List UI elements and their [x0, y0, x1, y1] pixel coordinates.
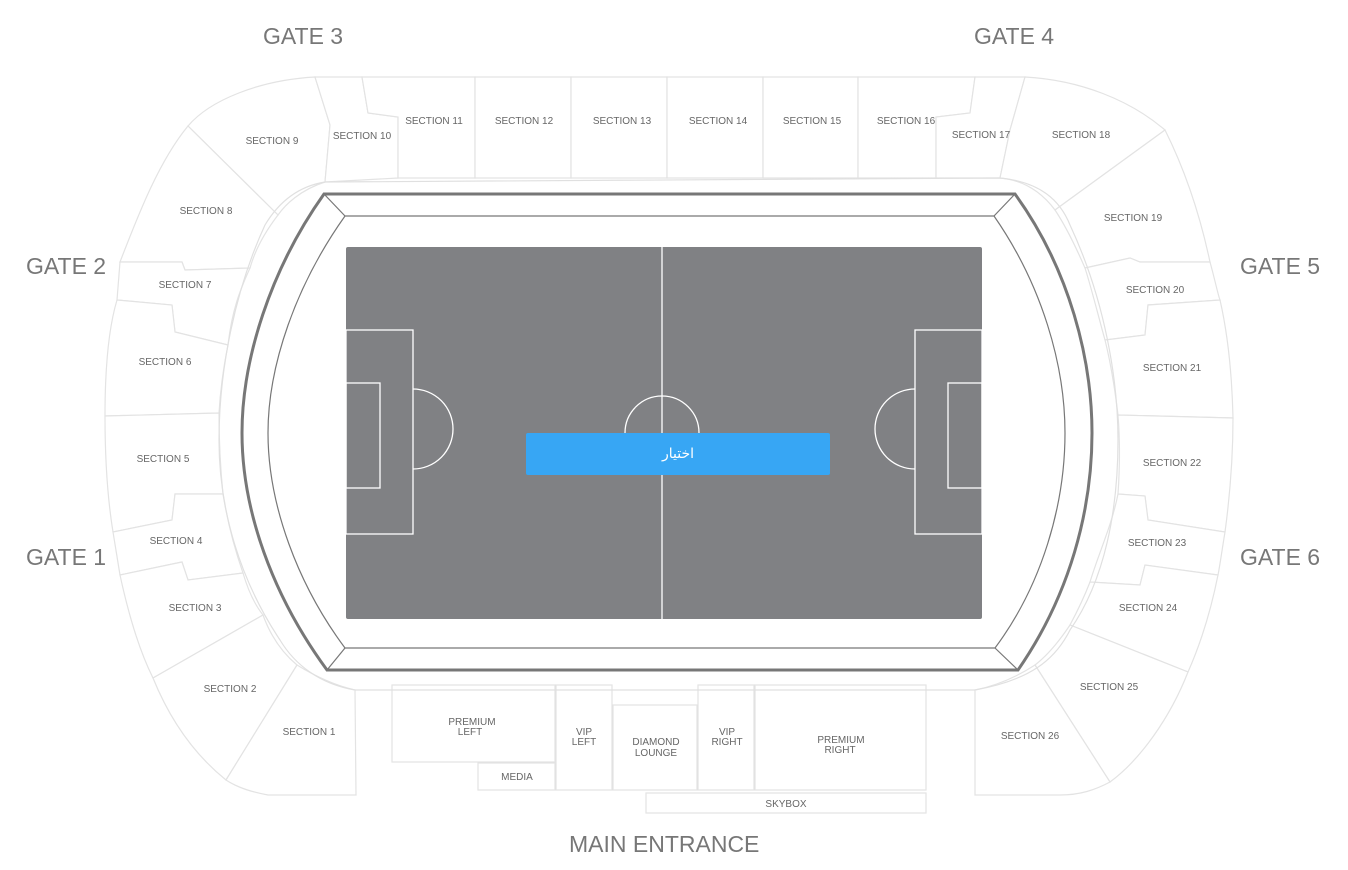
gate-2-label: GATE 2: [26, 253, 107, 279]
vip-left-label-2: LEFT: [572, 737, 596, 748]
section-12[interactable]: [474, 76, 572, 179]
section-17-label: SECTION 17: [952, 130, 1011, 141]
section-15[interactable]: [762, 76, 859, 179]
vip-right-box[interactable]: [697, 684, 755, 791]
gate-5-label: GATE 5: [1240, 253, 1321, 279]
gate-4-label: GATE 4: [974, 23, 1055, 49]
section-12-label: SECTION 12: [495, 116, 554, 127]
section-14-label: SECTION 14: [689, 116, 748, 127]
media-box[interactable]: [477, 762, 556, 791]
diamond-label-2: LOUNGE: [635, 748, 678, 759]
section-13-label: SECTION 13: [593, 116, 652, 127]
premium-right-label-1: PREMIUM: [817, 735, 864, 746]
premium-right-label-2: RIGHT: [824, 745, 855, 756]
left-goal-box: [345, 382, 381, 489]
select-button[interactable]: اختيار: [526, 433, 830, 475]
center-circle: [624, 395, 700, 434]
premium-left-box[interactable]: [391, 684, 556, 763]
section-1-label: SECTION 1: [283, 727, 336, 738]
section-2-label: SECTION 2: [204, 684, 257, 695]
section-14[interactable]: [666, 76, 764, 179]
section-23-label: SECTION 23: [1128, 538, 1187, 549]
section-7-label: SECTION 7: [159, 280, 212, 291]
media-label: MEDIA: [501, 772, 533, 783]
section-8-label: SECTION 8: [180, 206, 233, 217]
diamond-lounge-box[interactable]: [612, 704, 698, 791]
section-21-label: SECTION 21: [1143, 363, 1202, 374]
premium-left-label-1: PREMIUM: [448, 717, 495, 728]
section-9-label: SECTION 9: [246, 136, 299, 147]
gate-6-label: GATE 6: [1240, 544, 1321, 570]
section-15-label: SECTION 15: [783, 116, 842, 127]
section-16-label: SECTION 16: [877, 116, 936, 127]
section-13[interactable]: [570, 76, 668, 179]
right-penalty-arc: [874, 388, 916, 470]
section-20-label: SECTION 20: [1126, 285, 1185, 296]
left-penalty-arc: [412, 388, 454, 470]
section-22-label: SECTION 22: [1143, 458, 1202, 469]
section-26-label: SECTION 26: [1001, 731, 1060, 742]
main-entrance-label: MAIN ENTRANCE: [569, 831, 760, 857]
diamond-label-1: DIAMOND: [632, 737, 679, 748]
section-4-label: SECTION 4: [150, 536, 203, 547]
section-6-label: SECTION 6: [139, 357, 192, 368]
vip-right-label-1: VIP: [719, 727, 735, 738]
gate-3-label: GATE 3: [263, 23, 344, 49]
vip-left-label-1: VIP: [576, 727, 592, 738]
section-3-label: SECTION 3: [169, 603, 222, 614]
section-19-label: SECTION 19: [1104, 213, 1163, 224]
section-5-label: SECTION 5: [137, 454, 190, 465]
section-24-label: SECTION 24: [1119, 603, 1178, 614]
premium-left-label-2: LEFT: [458, 727, 482, 738]
section-18-label: SECTION 18: [1052, 130, 1111, 141]
section-25-label: SECTION 25: [1080, 682, 1139, 693]
right-goal-box: [947, 382, 983, 489]
section-26[interactable]: [974, 664, 1111, 796]
gate-1-label: GATE 1: [26, 544, 107, 570]
section-10-label: SECTION 10: [333, 131, 392, 142]
skybox-label: SKYBOX: [765, 799, 806, 810]
vip-right-label-2: RIGHT: [711, 737, 742, 748]
section-11-label: SECTION 11: [405, 116, 463, 127]
premium-right-box[interactable]: [754, 684, 927, 791]
vip-left-box[interactable]: [555, 684, 613, 791]
inner-stand-boundary: [218, 177, 1119, 691]
skybox-box[interactable]: [645, 792, 927, 814]
